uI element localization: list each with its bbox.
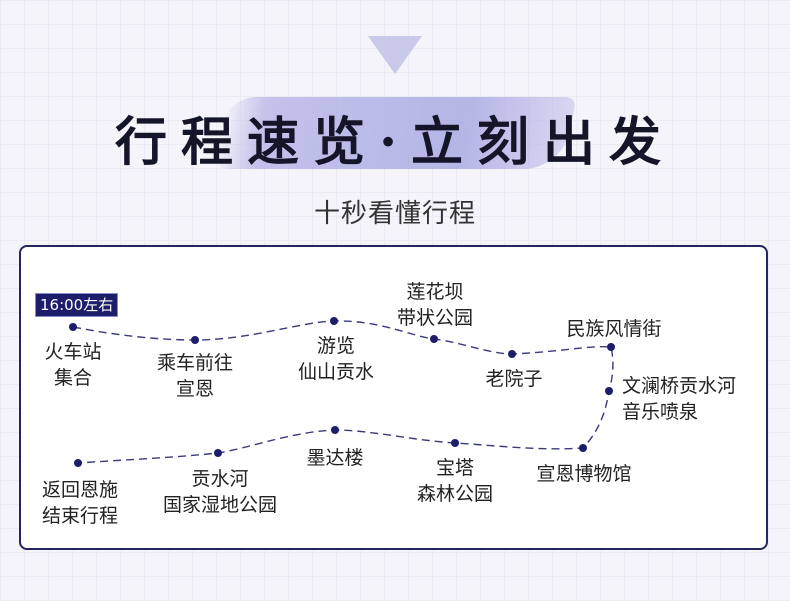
stop-dot-5 <box>508 350 516 358</box>
stop-label-return-enshi: 返回恩施结束行程 <box>41 479 118 527</box>
stop-dot-10 <box>331 426 339 434</box>
stop-label-train-station: 火车站集合 <box>44 341 102 389</box>
stop-dot-1 <box>69 323 77 331</box>
stop-dot-7 <box>605 387 613 395</box>
page-subtitle: 十秒看懂行程 <box>313 199 476 229</box>
page-title: 行程速览·立刻出发 <box>114 112 676 173</box>
start-time-badge: 16:00左右 <box>35 293 119 317</box>
stop-dot-12 <box>74 459 82 467</box>
stop-dot-6 <box>607 343 615 351</box>
stop-label-ethnic-street: 民族风情街 <box>566 318 662 340</box>
stop-label-lianhuaba-park: 莲花坝带状公园 <box>396 281 473 329</box>
stop-label-xianshan-gongshui: 游览仙山贡水 <box>297 335 374 383</box>
stop-label-gongshui-wetland-park: 贡水河国家湿地公园 <box>162 468 277 516</box>
stop-label-ride-to-xuanen: 乘车前往宣恩 <box>156 352 233 400</box>
stop-dot-8 <box>579 444 587 452</box>
header-triangle-decoration <box>368 36 422 74</box>
stop-label-moda-tower: 墨达楼 <box>306 447 364 469</box>
stop-label-old-courtyard: 老院子 <box>485 368 543 390</box>
stop-dot-11 <box>214 449 222 457</box>
stop-dot-9 <box>451 439 459 447</box>
stop-dot-2 <box>191 336 199 344</box>
stop-dot-3 <box>330 317 338 325</box>
stop-dot-4 <box>430 335 438 343</box>
stop-label-wenlan-bridge-fountain: 文澜桥贡水河音乐喷泉 <box>622 375 737 423</box>
itinerary-card <box>19 245 768 550</box>
stop-label-xuanen-museum: 宣恩博物馆 <box>536 463 632 485</box>
stop-label-pagoda-forest-park: 宝塔森林公园 <box>416 457 493 505</box>
